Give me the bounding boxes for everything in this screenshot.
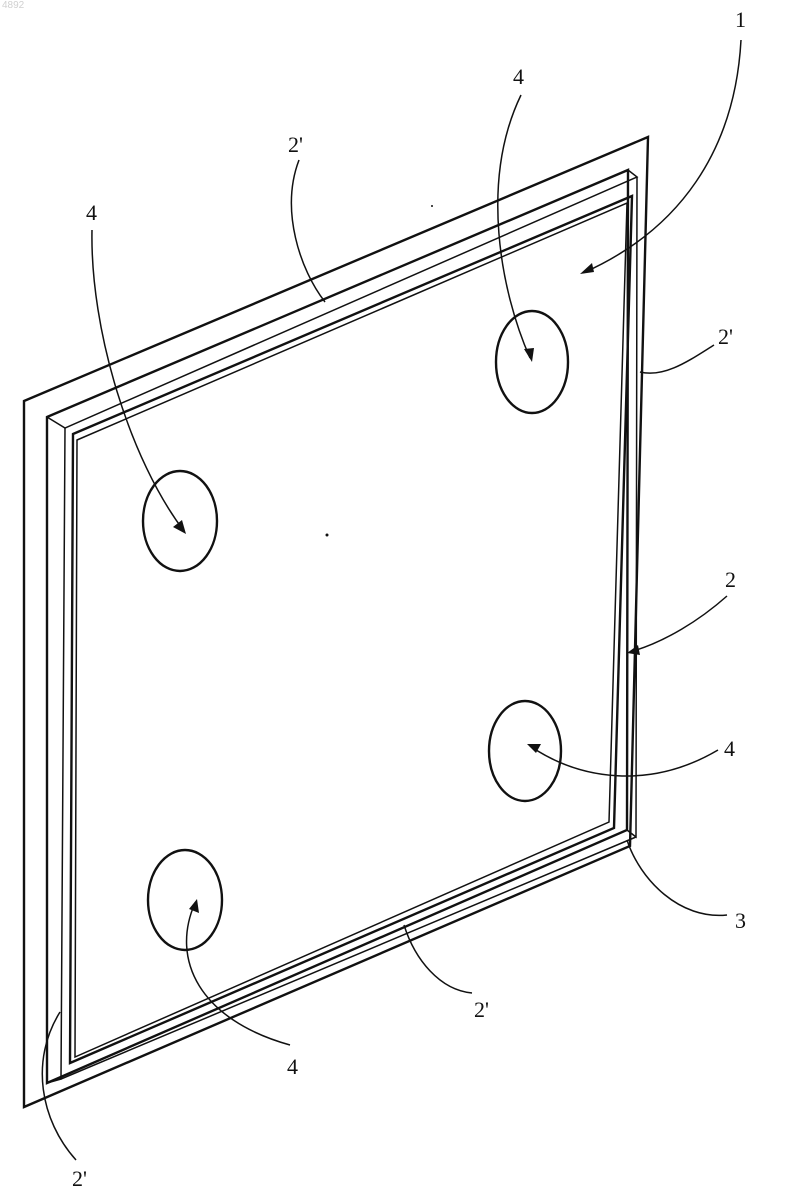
backing-sheet [24, 137, 648, 1107]
sheet-dot [431, 205, 433, 207]
label-plate: 1 [735, 7, 746, 32]
frame-bottom-thickness [61, 837, 636, 1079]
label-frame-side-right: 2' [718, 324, 733, 349]
label-pad-top-right: 4 [513, 64, 524, 89]
label-edge: 3 [735, 908, 746, 933]
leader-plate [583, 40, 741, 273]
pad-middle-right [489, 701, 561, 801]
leader-frame-side-right [640, 345, 714, 373]
pad-bottom-left [148, 850, 222, 950]
leader-frame-side-bottom [404, 925, 472, 993]
frame-outer-edge [47, 170, 628, 1083]
label-frame-side-top: 2' [288, 132, 303, 157]
label-frame-side-left: 2' [72, 1166, 87, 1191]
pad-middle-left [143, 471, 217, 571]
panel-dot [326, 534, 329, 537]
arrowhead-frame [627, 645, 640, 655]
label-pad-middle-left: 4 [86, 200, 97, 225]
label-pad-middle-right: 4 [724, 736, 735, 761]
leader-edge [627, 840, 727, 915]
frame-left-thickness [47, 428, 65, 1083]
label-frame-side-bottom: 2' [474, 997, 489, 1022]
label-frame: 2 [725, 567, 736, 592]
arrowhead-plate [580, 263, 594, 274]
leader-frame [630, 596, 727, 652]
label-pad-bottom-left: 4 [287, 1054, 298, 1079]
